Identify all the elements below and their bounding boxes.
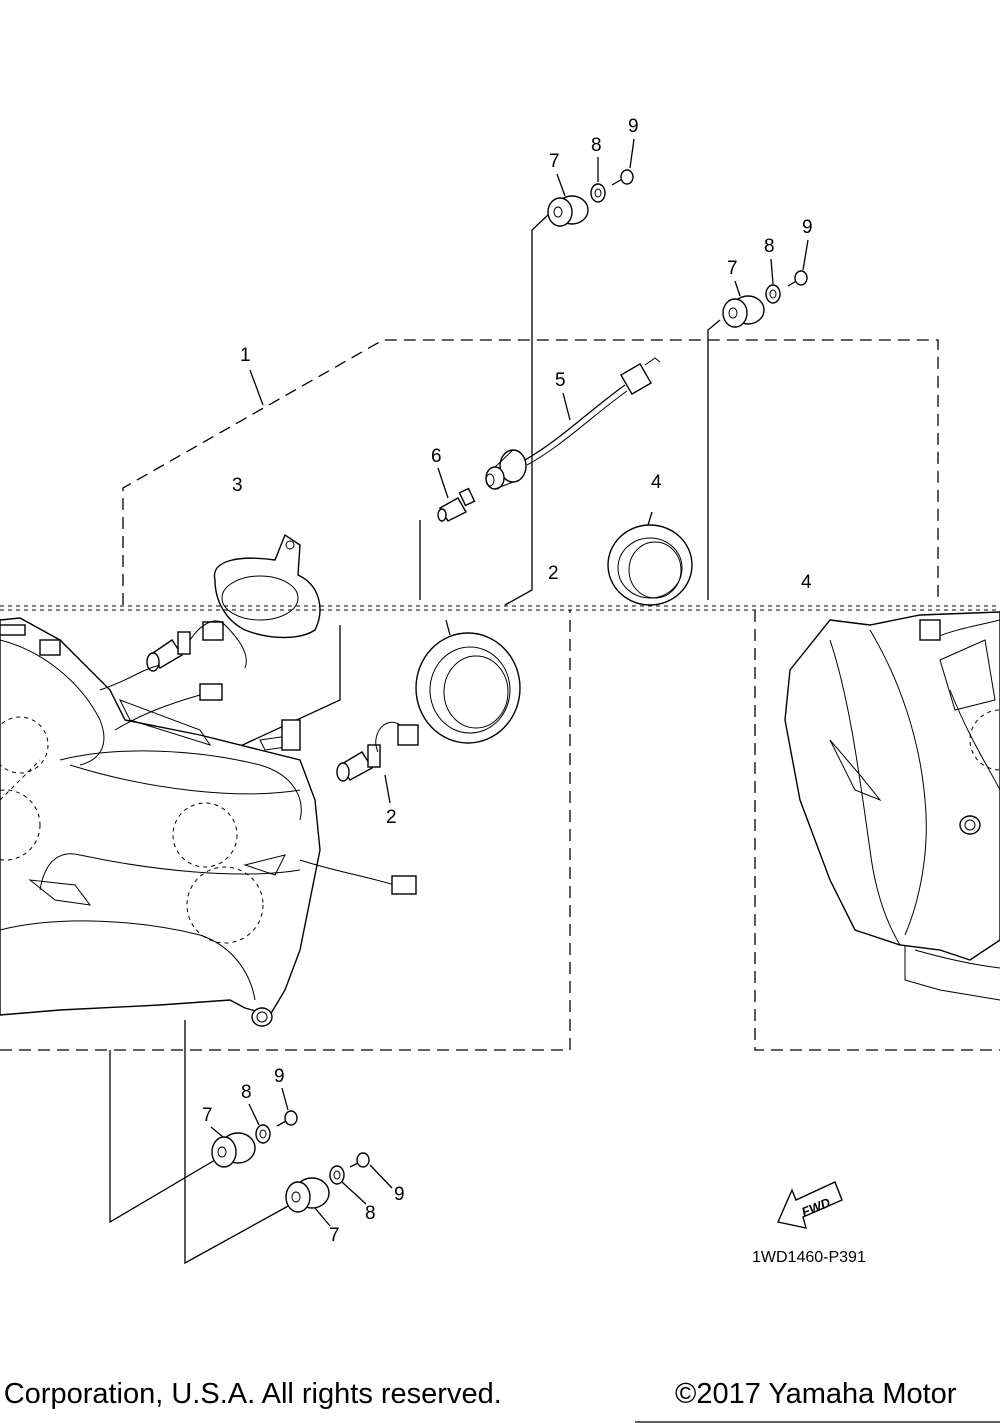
- callout-9-lower-left: 9: [274, 1066, 285, 1087]
- grommet-7-lower-left: [211, 1132, 256, 1168]
- grommet-7-upper: [547, 195, 589, 227]
- screw-9-lower-right: [349, 1152, 370, 1168]
- headlight-housing-left: [0, 617, 417, 1027]
- socket-cord-5: [485, 357, 661, 490]
- screw-9-upper: [611, 169, 634, 186]
- washer-8-lower-left: [255, 1124, 271, 1144]
- callout-8-lower-left: 8: [241, 1082, 252, 1103]
- callout-8-lower-right: 8: [365, 1203, 376, 1224]
- callout-6: 6: [431, 446, 442, 467]
- screw-9-lower-left: [276, 1110, 298, 1127]
- mount-leader-lines: [109, 214, 721, 1265]
- copyright-left: r Corporation, U.S.A. All rights reserve…: [0, 1378, 502, 1410]
- assembly-box-1: [0, 339, 939, 1051]
- scan-seam: [0, 605, 1000, 611]
- callout-4-right: 4: [801, 572, 812, 593]
- washer-8-right: [765, 284, 781, 304]
- callout-4-upper: 4: [651, 472, 662, 493]
- callout-9-right: 9: [802, 217, 813, 238]
- callout-1: 1: [240, 345, 251, 366]
- grommet-7-lower-right: [285, 1177, 330, 1213]
- grommet-7-right: [722, 295, 765, 328]
- bulb-6: [437, 487, 476, 522]
- copyright-right: ©2017 Yamaha Motor: [675, 1378, 957, 1410]
- callout-8-upper: 8: [591, 135, 602, 156]
- callout-2-lower: 2: [386, 807, 397, 828]
- washer-8-lower-right: [329, 1165, 345, 1185]
- callout-8-right: 8: [764, 236, 775, 257]
- bulb-cover-2-ring: [415, 619, 521, 744]
- fwd-arrow-icon: FWD: [777, 1181, 843, 1229]
- bulb-2-upper: [146, 620, 247, 672]
- callout-9-lower-right: 9: [394, 1184, 405, 1205]
- bulb-cover-4-upper: [607, 511, 693, 606]
- washer-8-upper: [590, 183, 606, 203]
- callout-7-upper: 7: [549, 151, 560, 172]
- callout-7-right: 7: [727, 258, 738, 279]
- screw-9-right: [787, 270, 808, 287]
- callout-7-lower-left: 7: [202, 1105, 213, 1126]
- part-number-callouts: 1 3 6 5 4 2 4 2 7 8 9 7 8 9 7 8 9 7 8 9: [202, 116, 813, 1246]
- assembly-box-4: [754, 610, 1000, 1051]
- headlight-housing-right: [784, 611, 1000, 1001]
- diagram-code: 1WD1460-P391: [752, 1249, 866, 1266]
- callout-7-lower-right: 7: [329, 1225, 340, 1246]
- callout-5: 5: [555, 370, 566, 391]
- callout-3: 3: [232, 475, 243, 496]
- bulb-cover-3: [213, 533, 321, 639]
- callout-2-upper: 2: [548, 563, 559, 584]
- bulb-2-lower: [336, 722, 419, 804]
- callout-9-upper: 9: [628, 116, 639, 137]
